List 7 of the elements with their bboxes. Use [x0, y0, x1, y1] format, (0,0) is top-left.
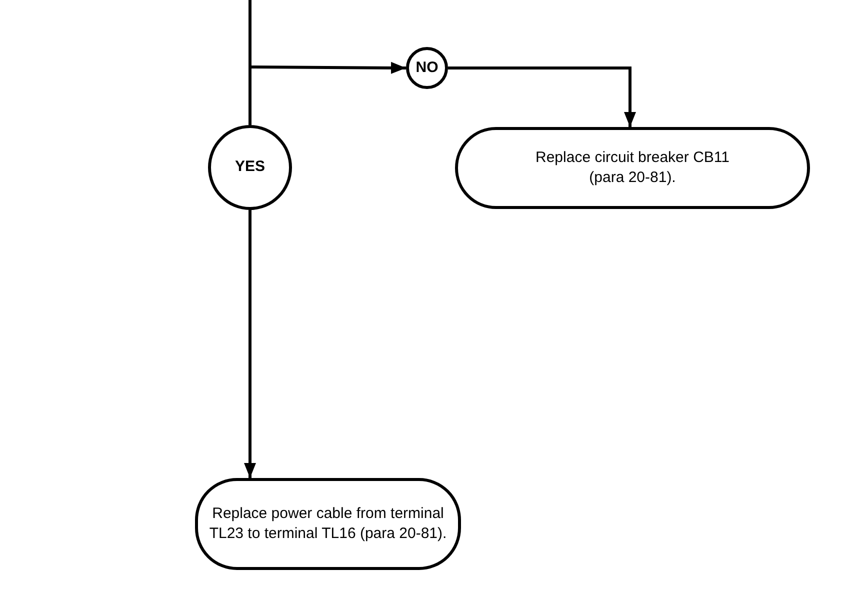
decision-circle: YES	[208, 125, 292, 210]
connector-arrow	[244, 210, 256, 478]
action-box: Replace circuit breaker CB11 (para 20-81).	[455, 127, 810, 209]
connector-arrow	[248, 0, 406, 74]
connector-arrow	[448, 66, 636, 127]
decision-circle: NO	[406, 47, 448, 89]
action-box: Replace power cable from terminal TL23 to terminal TL16 (para 20-81).	[195, 478, 461, 570]
